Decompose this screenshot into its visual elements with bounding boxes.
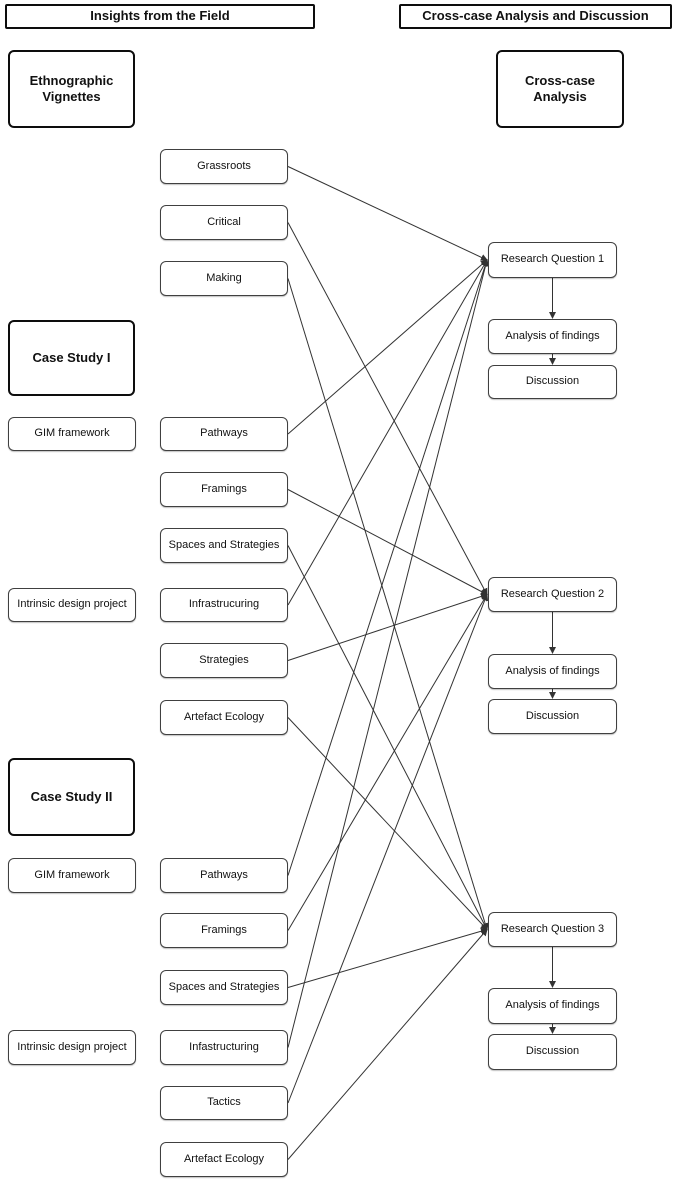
node-analysis-of-findings-1: Analysis of findings [488,319,617,354]
node-infrastructuring-1: Infrastrucuring [160,588,288,622]
node-critical: Critical [160,205,288,240]
node-infrastructuring-2: Infastructuring [160,1030,288,1065]
node-framings-1: Framings [160,472,288,507]
node-making: Making [160,261,288,296]
node-artefact-ecology-2: Artefact Ecology [160,1142,288,1177]
node-tactics-2: Tactics [160,1086,288,1120]
node-discussion-3: Discussion [488,1034,617,1070]
node-grassroots: Grassroots [160,149,288,184]
node-case-study-1: Case Study I [8,320,135,396]
node-spaces-and-strategies-2: Spaces and Strategies [160,970,288,1005]
node-analysis-of-findings-3: Analysis of findings [488,988,617,1024]
node-intrinsic-design-project-2: Intrinsic design project [8,1030,136,1065]
node-research-question-3: Research Question 3 [488,912,617,947]
node-gim-framework-2: GIM framework [8,858,136,893]
node-artefact-ecology-1: Artefact Ecology [160,700,288,735]
node-case-study-2: Case Study II [8,758,135,836]
node-framings-2: Framings [160,913,288,948]
node-analysis-of-findings-2: Analysis of findings [488,654,617,689]
node-research-question-2: Research Question 2 [488,577,617,612]
node-gim-framework-1: GIM framework [8,417,136,451]
node-research-question-1: Research Question 1 [488,242,617,278]
node-pathways-1: Pathways [160,417,288,451]
node-spaces-and-strategies-1: Spaces and Strategies [160,528,288,563]
node-discussion-2: Discussion [488,699,617,734]
node-cross-case-analysis: Cross-case Analysis [496,50,624,128]
node-ethnographic-vignettes: Ethnographic Vignettes [8,50,135,128]
section-header-cross-case: Cross-case Analysis and Discussion [399,4,672,29]
section-header-insights: Insights from the Field [5,4,315,29]
node-strategies-1: Strategies [160,643,288,678]
node-pathways-2: Pathways [160,858,288,893]
node-intrinsic-design-project-1: Intrinsic design project [8,588,136,622]
node-discussion-1: Discussion [488,365,617,399]
